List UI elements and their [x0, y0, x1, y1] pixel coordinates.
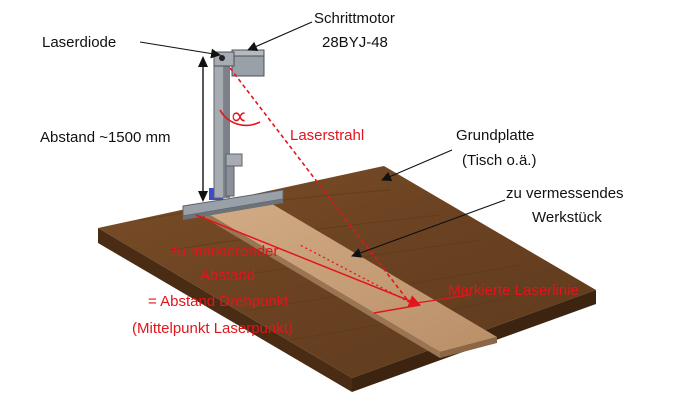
motor-top: [231, 49, 265, 57]
height-arrow-bottom: [198, 191, 208, 202]
label-motor-line1: Schrittmotor: [314, 10, 395, 27]
column-side: [224, 62, 230, 198]
laser-beam-line: [229, 67, 410, 303]
foot-rail-edge: [183, 199, 283, 220]
motor-body: [231, 55, 265, 77]
label-distance: Abstand ~1500 mm: [40, 129, 171, 146]
label-work-line1: zu vermessendes: [506, 185, 624, 202]
label-mark-line3: = Abstand Drehpunkt: [148, 293, 289, 310]
leader-work: [351, 199, 506, 258]
stand-foot: [182, 188, 284, 220]
work-piece-edge-right: [440, 337, 497, 358]
column-bracket-leg: [225, 165, 235, 197]
work-piece-edge: [205, 212, 440, 358]
label-mark-line4: (Mittelpunkt Laserpunkt): [132, 320, 293, 337]
base-plate-edge-left: [98, 228, 352, 392]
leader-laserdiode: [139, 41, 221, 59]
label-laser-beam: Laserstrahl: [290, 127, 364, 144]
label-work-line2: Werkstück: [532, 209, 602, 226]
label-base-line1: Grundplatte: [456, 127, 534, 144]
work-piece: [205, 198, 497, 358]
stand-column: [213, 57, 243, 199]
leader-base: [381, 149, 453, 182]
stepper-motor: [213, 49, 265, 77]
height-arrow-top: [198, 56, 208, 67]
label-motor-line2: 28BYJ-48: [322, 34, 388, 51]
work-piece-top: [205, 198, 497, 352]
label-mark-line2: Abstand: [200, 267, 255, 284]
marked-line-pointer: [409, 294, 471, 305]
leader-motor: [247, 21, 313, 51]
alpha-arc: [219, 109, 261, 127]
leader-lines: [139, 21, 506, 258]
distance-arrow: [195, 214, 421, 307]
column: [213, 57, 225, 199]
label-alpha: ∝: [230, 103, 247, 130]
label-laserdiode: Laserdiode: [42, 34, 116, 51]
laser-diode: [219, 55, 225, 61]
label-marked-line: Markierte Laserlinie: [448, 282, 579, 299]
column-bracket: [225, 153, 243, 167]
label-base-line2: (Tisch o.ä.): [462, 152, 536, 169]
label-mark-line1: zu markierender: [170, 243, 278, 260]
distance-arrow-base: [373, 304, 421, 314]
